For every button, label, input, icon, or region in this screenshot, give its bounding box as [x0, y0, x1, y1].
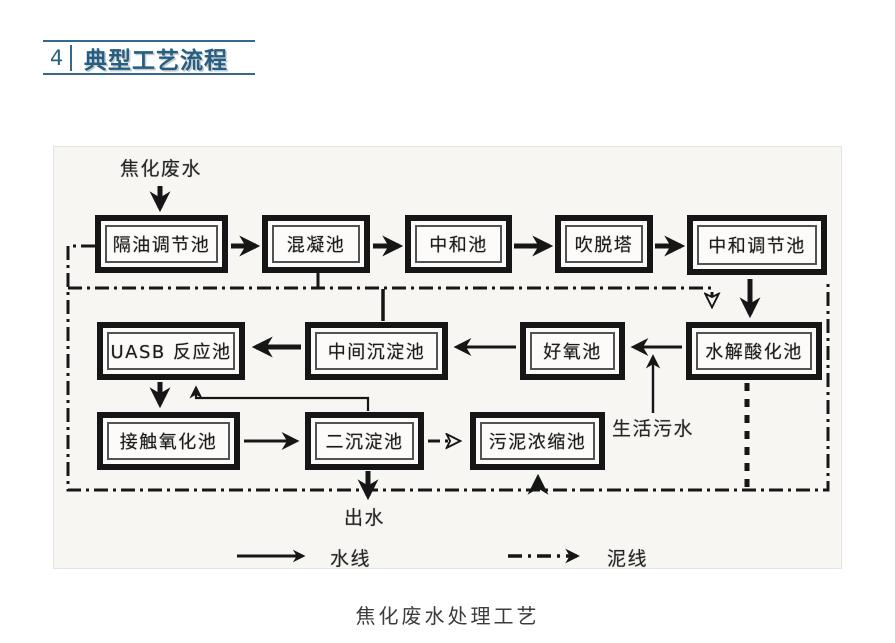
- node-uasb-reactor: UASB 反应池: [97, 322, 245, 380]
- section-header: 4 典型工艺流程: [43, 40, 255, 75]
- node-neutralization-tank: 中和池: [405, 215, 512, 273]
- node-contact-oxidation-tank: 接触氧化池: [97, 412, 240, 470]
- node-aerobic-tank: 好氧池: [520, 322, 625, 380]
- node-secondary-sedimentation-tank: 二沉淀池: [305, 412, 424, 470]
- node-hydrolysis-acidification-tank: 水解酸化池: [686, 322, 822, 380]
- section-header-divider: [70, 44, 72, 71]
- figure-caption: 焦化废水处理工艺: [355, 604, 540, 628]
- node-coagulation-tank: 混凝池: [262, 215, 370, 273]
- legend-sludge-line-label: 泥线: [607, 548, 649, 570]
- label-domestic-sewage: 生活污水: [612, 418, 695, 440]
- node-neutralization-regulation-tank: 中和调节池: [687, 215, 827, 275]
- node-oil-separation-regulation-tank: 隔油调节池: [95, 215, 228, 273]
- label-coking-wastewater-source: 焦化废水: [120, 158, 203, 180]
- legend-water-line-label: 水线: [330, 548, 372, 570]
- label-effluent: 出水: [344, 507, 386, 529]
- section-title: 典型工艺流程: [84, 47, 228, 74]
- node-sludge-thickening-tank: 污泥浓缩池: [470, 412, 605, 470]
- section-number: 4: [49, 45, 64, 70]
- node-stripping-tower: 吹脱塔: [555, 215, 653, 273]
- node-intermediate-sedimentation-tank: 中间沉淀池: [305, 322, 448, 380]
